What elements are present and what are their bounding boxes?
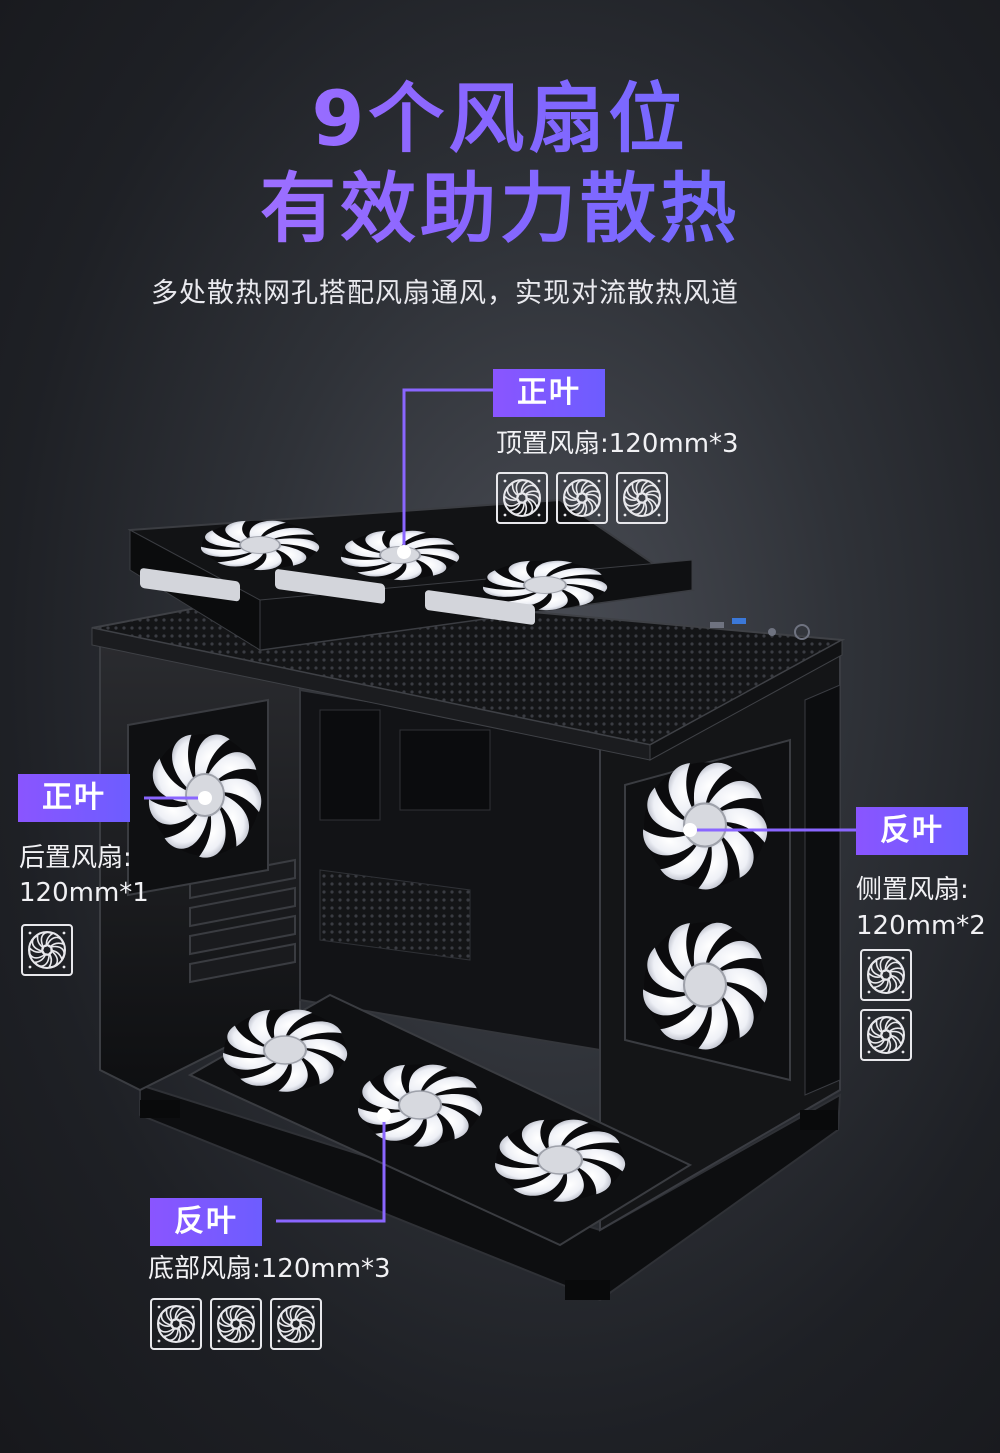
side-fan-tag: 反叶 xyxy=(856,807,968,855)
fan-icon xyxy=(860,949,912,1001)
fan-icon-glyph xyxy=(563,479,601,517)
fan-icon-glyph xyxy=(503,479,541,517)
subtitle: 多处散热网孔搭配风扇通风，实现对流散热风道 xyxy=(151,278,739,309)
side-fan-icons xyxy=(860,949,912,1061)
fan-icon xyxy=(496,472,548,524)
fan-icon-glyph xyxy=(623,479,661,517)
fan-icon-glyph xyxy=(28,931,66,969)
top-fan-icons xyxy=(496,472,668,524)
top-fan-spec: 顶置风扇:120mm*3 xyxy=(496,429,739,459)
rear-fan-tag: 正叶 xyxy=(18,774,130,822)
rear-fan-spec-line-1: 后置风扇: xyxy=(19,843,132,873)
fan-icon xyxy=(210,1298,262,1350)
fan-icon xyxy=(616,472,668,524)
fan-icon-glyph xyxy=(217,1305,255,1343)
fan-icon xyxy=(21,924,73,976)
side-fan-spec-line-1: 侧置风扇: xyxy=(856,875,969,905)
fan-icon xyxy=(270,1298,322,1350)
fan-icon-glyph xyxy=(867,1016,905,1054)
side-fan-spec-line-2: 120mm*2 xyxy=(856,911,986,941)
fan-icon-glyph xyxy=(157,1305,195,1343)
fan-icon xyxy=(556,472,608,524)
fan-icon-glyph xyxy=(867,956,905,994)
fan-icon xyxy=(860,1009,912,1061)
bottom-fan-tag: 反叶 xyxy=(150,1198,262,1246)
rear-fan-icons xyxy=(21,924,73,976)
rear-fan-spec-line-2: 120mm*1 xyxy=(19,878,149,908)
fan-icon-glyph xyxy=(277,1305,315,1343)
bottom-fan-icons xyxy=(150,1298,322,1350)
bottom-fan-spec: 底部风扇:120mm*3 xyxy=(148,1254,391,1284)
top-fan-tag: 正叶 xyxy=(493,369,605,417)
headline-line-2: 有效助力散热 xyxy=(0,163,1000,255)
headline-line-1: 9个风扇位 xyxy=(0,74,1000,164)
fan-icon xyxy=(150,1298,202,1350)
